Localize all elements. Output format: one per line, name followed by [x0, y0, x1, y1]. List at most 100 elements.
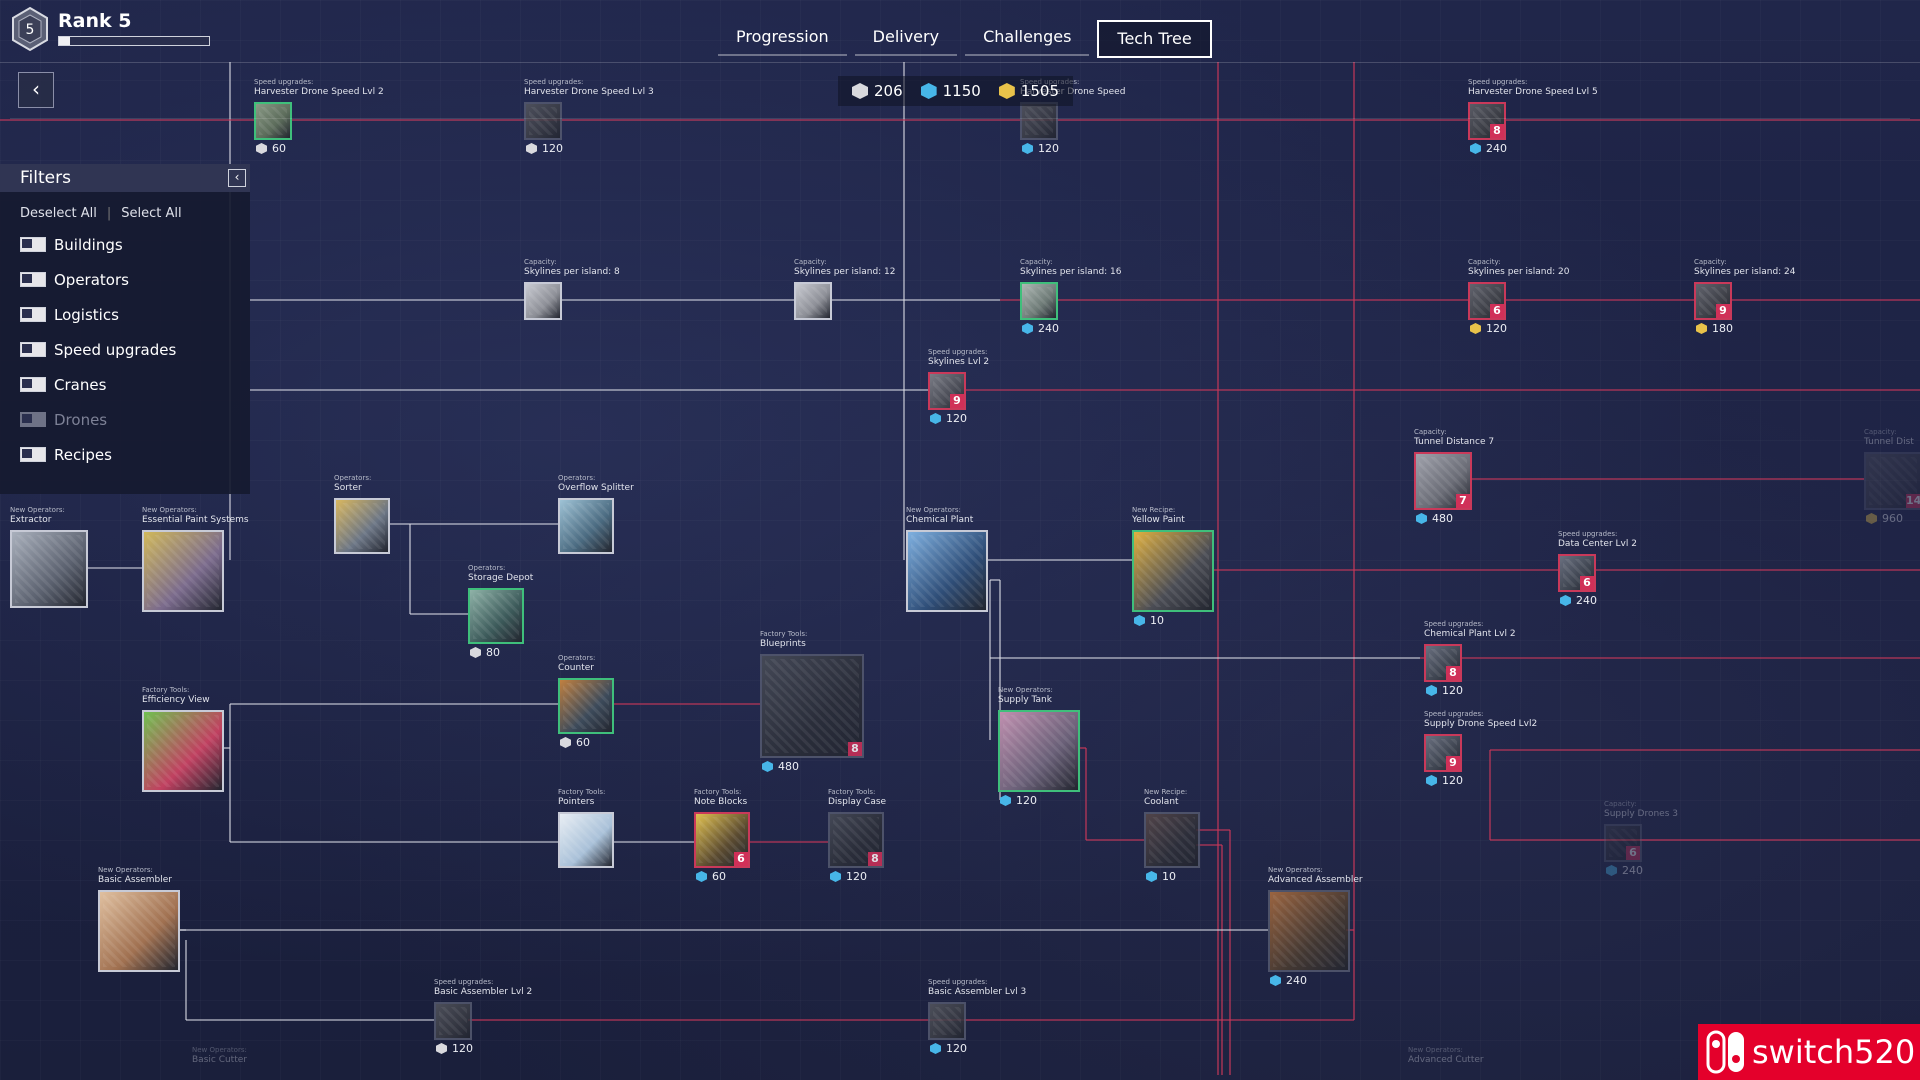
filter-recipes[interactable]: Recipes — [20, 437, 250, 472]
node-icon[interactable]: 6 — [1558, 554, 1596, 592]
node-icon[interactable] — [98, 890, 180, 972]
cost-value: 120 — [1038, 142, 1059, 155]
node-icon[interactable] — [524, 282, 562, 320]
node-icon[interactable]: 6 — [1604, 824, 1642, 862]
node-icon[interactable] — [468, 588, 524, 644]
chevron-left-icon: ‹ — [234, 170, 240, 184]
rank-label: Rank 5 — [58, 10, 132, 32]
node-icon[interactable]: 8 — [1424, 644, 1462, 682]
back-button[interactable]: ‹ — [18, 72, 54, 108]
tab-tech-tree[interactable]: Tech Tree — [1097, 20, 1212, 58]
node-icon[interactable] — [998, 710, 1080, 792]
tech-node-bcut[interactable]: New Operators:Basic Cutter — [192, 1046, 247, 1066]
node-icon[interactable] — [906, 530, 988, 612]
node-icon[interactable] — [1020, 102, 1058, 140]
node-icon[interactable] — [1144, 812, 1200, 868]
building-icon — [933, 1007, 961, 1035]
node-icon[interactable] — [142, 710, 224, 792]
filter-logistics[interactable]: Logistics — [20, 297, 250, 332]
node-icon[interactable]: 8 — [1468, 102, 1506, 140]
divider: | — [106, 206, 112, 221]
filter-cranes[interactable]: Cranes — [20, 367, 250, 402]
filter-label: Logistics — [54, 305, 119, 324]
node-icon[interactable] — [10, 530, 88, 608]
node-category: Capacity: — [1694, 258, 1727, 266]
node-icon[interactable] — [558, 498, 614, 554]
node-icon[interactable] — [254, 102, 292, 140]
node-icon[interactable] — [524, 102, 562, 140]
toggle-icon[interactable] — [20, 237, 46, 252]
cost-value: 10 — [1162, 870, 1176, 883]
node-icon[interactable]: 7 — [1414, 452, 1472, 510]
collapse-filters-button[interactable]: ‹ — [228, 169, 246, 187]
rank-progress-fill — [59, 37, 70, 45]
blue-gem-icon — [1022, 323, 1033, 334]
node-category: Capacity: — [1020, 258, 1053, 266]
cost-value: 60 — [272, 142, 286, 155]
node-icon[interactable] — [334, 498, 390, 554]
node-title: Harvester Drone Speed Lvl 5 — [1468, 87, 1598, 97]
toggle-icon[interactable] — [20, 412, 46, 427]
filter-divider — [10, 118, 1910, 119]
white-gem-icon — [470, 647, 481, 658]
node-icon[interactable] — [794, 282, 832, 320]
node-category: New Operators: — [998, 686, 1053, 694]
node-title: Pointers — [558, 797, 595, 807]
node-title: Storage Depot — [468, 573, 534, 583]
node-icon[interactable] — [1020, 282, 1058, 320]
filter-speed-upgrades[interactable]: Speed upgrades — [20, 332, 250, 367]
building-icon — [1137, 535, 1209, 607]
node-cost: 480 — [762, 760, 799, 773]
node-icon[interactable] — [558, 678, 614, 734]
cost-value: 120 — [946, 412, 967, 425]
filter-operators[interactable]: Operators — [20, 262, 250, 297]
node-icon[interactable] — [558, 812, 614, 868]
gold-gem-icon — [998, 83, 1015, 99]
filter-label: Buildings — [54, 235, 123, 254]
node-cost: 10 — [1134, 614, 1164, 627]
tab-challenges[interactable]: Challenges — [965, 20, 1090, 56]
node-icon[interactable] — [434, 1002, 472, 1040]
cost-value: 120 — [542, 142, 563, 155]
white-gem-icon — [526, 143, 537, 154]
building-icon — [339, 503, 385, 549]
tab-progression[interactable]: Progression — [718, 20, 847, 56]
node-category: New Operators: — [98, 866, 153, 874]
filter-label: Speed upgrades — [54, 340, 177, 359]
node-title: Skylines per island: 20 — [1468, 267, 1570, 277]
toggle-icon[interactable] — [20, 342, 46, 357]
toggle-icon[interactable] — [20, 377, 46, 392]
building-icon — [473, 593, 519, 639]
node-icon[interactable]: 14 — [1864, 452, 1920, 510]
select-all-button[interactable]: Select All — [121, 206, 182, 221]
filter-buildings[interactable]: Buildings — [20, 227, 250, 262]
building-icon — [1869, 457, 1917, 505]
node-title: Basic Assembler Lvl 3 — [928, 987, 1027, 997]
node-icon[interactable]: 8 — [760, 654, 864, 758]
node-icon[interactable] — [928, 1002, 966, 1040]
filters-panel: Filters ‹ Deselect All | Select All Buil… — [0, 164, 250, 494]
tab-delivery[interactable]: Delivery — [854, 20, 958, 56]
node-icon[interactable]: 6 — [694, 812, 750, 868]
node-icon[interactable]: 6 — [1468, 282, 1506, 320]
node-icon[interactable]: 9 — [1694, 282, 1732, 320]
toggle-icon[interactable] — [20, 307, 46, 322]
building-icon — [103, 895, 175, 967]
node-icon[interactable]: 9 — [1424, 734, 1462, 772]
filter-drones[interactable]: Drones — [20, 402, 250, 437]
node-icon[interactable]: 8 — [828, 812, 884, 868]
node-cost: 960 — [1866, 512, 1903, 525]
node-icon[interactable] — [1132, 530, 1214, 612]
node-cost: 120 — [1000, 794, 1037, 807]
node-title: Skylines per island: 24 — [1694, 267, 1796, 277]
node-category: Capacity: — [1414, 428, 1447, 436]
deselect-all-button[interactable]: Deselect All — [20, 206, 97, 221]
node-icon[interactable] — [142, 530, 224, 612]
node-icon[interactable]: 9 — [928, 372, 966, 410]
node-icon[interactable] — [1268, 890, 1350, 972]
blue-gem-icon — [762, 761, 773, 772]
toggle-icon[interactable] — [20, 272, 46, 287]
tech-node-acut[interactable]: New Operators:Advanced Cutter — [1408, 1046, 1484, 1066]
toggle-icon[interactable] — [20, 447, 46, 462]
